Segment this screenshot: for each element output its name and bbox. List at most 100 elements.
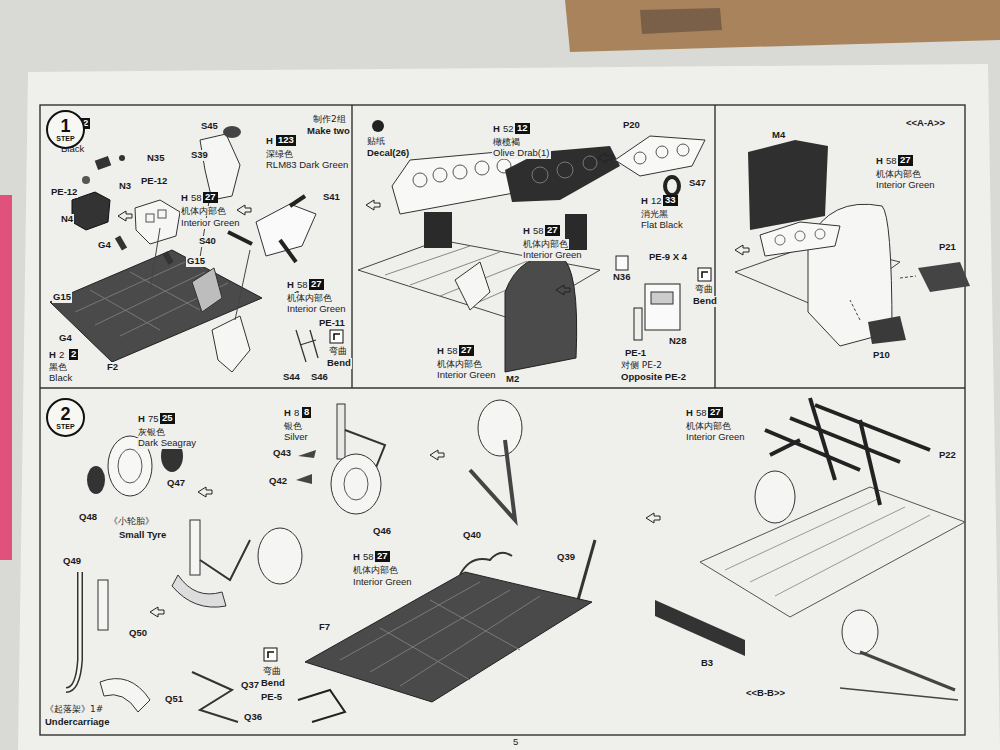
paint-code: 27 [375,551,390,562]
part-label: H [436,346,445,357]
note-text: Interior Green [685,432,746,443]
part-label: H [640,196,649,207]
paint-code: 27 [309,279,324,290]
chinese-note: 机体内部色 [685,421,732,431]
part-label: H [180,193,189,204]
paint-code: 12 [515,123,530,134]
part-label: Q46 [372,526,392,537]
part-label: H [283,408,292,419]
paint-code: 2 [69,349,78,360]
note-text: Dark Seagray [137,438,197,449]
part-label: M4 [771,130,786,141]
note-text: Interior Green [436,370,497,381]
part-label: G15 [186,256,206,267]
paint-code: 123 [276,135,296,146]
part-label: P22 [938,450,957,461]
part-label: H [352,552,361,563]
chinese-note: 对侧 PE-2 [620,360,663,370]
note-text: 75 [147,414,160,425]
chinese-note: 黑色 [48,362,68,372]
part-label: N35 [146,153,165,164]
paint-code: 27 [203,192,218,203]
part-label: N28 [668,336,687,347]
note-text: 58 [190,193,203,204]
part-label: Opposite PE-2 [620,372,687,383]
part-label: G15 [52,292,72,303]
part-label: M2 [505,374,520,385]
part-label: Q49 [62,556,82,567]
step-badge: 2STEP [46,398,85,437]
part-label: Q51 [164,694,184,705]
part-label: Bend [692,296,718,307]
note-text: RLM83 Dark Green [265,160,349,171]
part-label: S40 [198,236,217,247]
chinese-note: 机体内部色 [522,239,569,249]
part-label: N4 [60,214,74,225]
chinese-note: 机体内部色 [352,565,399,575]
part-label: Make two [306,126,351,137]
chinese-note: 银色 [283,421,303,431]
note-text: 52 [502,124,515,135]
note-text: Olive Drab(1) [492,148,551,159]
part-label: Q40 [462,530,482,541]
chinese-note: 机体内部色 [286,293,333,303]
paint-code: 27 [898,155,913,166]
part-label: H [685,408,694,419]
note-text: 58 [695,408,708,419]
note-text: 12 [650,196,663,207]
note-text: Flat Black [640,220,684,231]
chinese-note: 弯曲 [262,666,282,676]
part-label: H [265,136,274,147]
part-label: S41 [322,192,341,203]
chinese-note: 制作2组 [312,114,347,124]
part-label: G4 [97,240,112,251]
part-label: PE-12 [50,187,78,198]
note-text: 2 [58,350,65,361]
part-label: P10 [872,350,891,361]
note-text: Interior Green [522,250,583,261]
note-text: 58 [296,280,309,291]
part-label: Undercarriage [44,717,110,728]
paint-code: 27 [708,407,723,418]
chinese-note: 《起落架》1# [44,704,104,714]
part-label: Q37 [240,680,260,691]
chinese-note: 弯曲 [694,284,714,294]
part-label: H [522,226,531,237]
paint-code: 33 [663,195,678,206]
part-label: S39 [190,150,209,161]
part-label: N3 [118,181,132,192]
note-text: Interior Green [286,304,347,315]
part-label: Q42 [268,476,288,487]
chinese-note: 消光黑 [640,209,669,219]
chinese-note: 弯曲 [328,346,348,356]
note-text: 58 [532,226,545,237]
part-label: PE-5 [260,692,283,703]
part-label: Decal(26) [366,148,410,159]
part-label: <<A-A>> [905,118,946,129]
part-label: Q43 [272,448,292,459]
part-label: PE-12 [140,176,168,187]
part-label: Q48 [78,512,98,523]
part-label: B3 [700,658,714,669]
part-label: Q47 [166,478,186,489]
part-label: P21 [938,242,957,253]
note-text: Interior Green [352,577,413,588]
chinese-note: 贴纸 [366,136,386,146]
chinese-note: 橄榄褐 [492,137,521,147]
paint-code: 8 [302,407,311,418]
part-label: S45 [200,121,219,132]
part-label: H [48,350,57,361]
part-label: Bend [260,678,286,689]
part-label: Bend [326,358,352,369]
note-text: 58 [885,156,898,167]
note-text: 58 [446,346,459,357]
part-label: H [286,280,295,291]
note-text: 8 [293,408,300,419]
note-text: Interior Green [875,180,936,191]
paint-code: 25 [160,413,175,424]
step-word: STEP [56,423,74,430]
part-label: Small Tyre [118,530,167,541]
paint-code: 27 [459,345,474,356]
note-text: Interior Green [180,218,241,229]
